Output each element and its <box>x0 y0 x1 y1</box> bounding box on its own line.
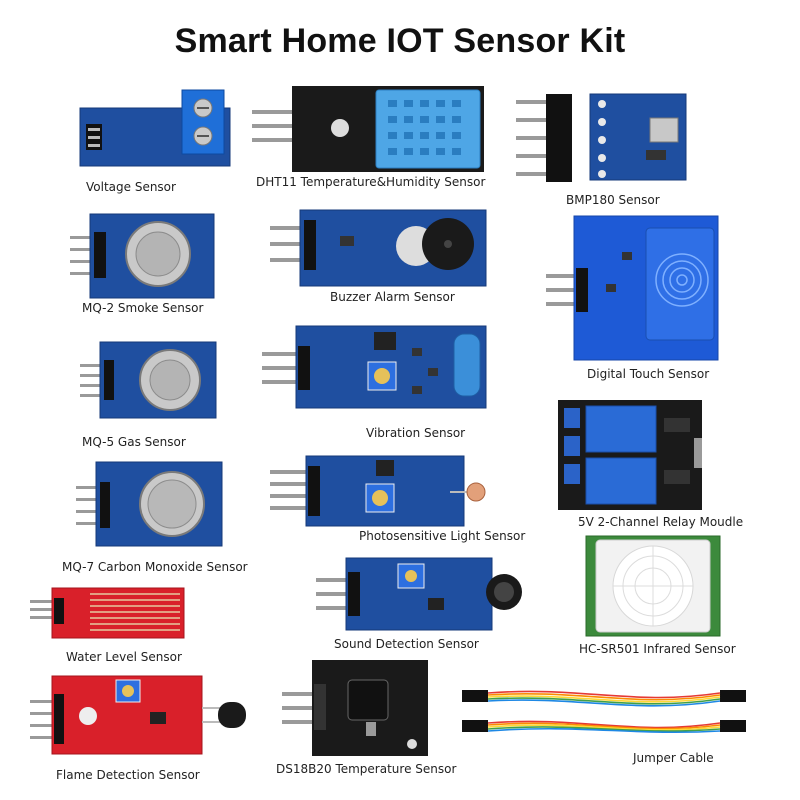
mq2-sensor-image <box>70 213 215 299</box>
mq5-sensor-label: MQ-5 Gas Sensor <box>82 435 186 449</box>
flame-sensor-label: Flame Detection Sensor <box>56 768 200 782</box>
bmp180-sensor-label: BMP180 Sensor <box>566 193 660 207</box>
light-sensor-image <box>270 455 486 527</box>
ds18b20-sensor-image <box>282 660 428 756</box>
buzzer-sensor-label: Buzzer Alarm Sensor <box>330 290 455 304</box>
water-level-sensor-label: Water Level Sensor <box>66 650 182 664</box>
dht11-sensor-label: DHT11 Temperature&Humidity Sensor <box>256 175 486 189</box>
voltage-sensor-image <box>79 89 231 167</box>
ds18b20-sensor-label: DS18B20 Temperature Sensor <box>276 762 457 776</box>
relay-module-image <box>558 400 702 510</box>
dht11-sensor-image <box>252 86 484 172</box>
sound-sensor-label: Sound Detection Sensor <box>334 637 479 651</box>
page-title: Smart Home IOT Sensor Kit <box>174 22 626 60</box>
jumper-cable-label: Jumper Cable <box>633 751 714 765</box>
pir-sensor-image <box>585 535 721 637</box>
jumper-cable-image <box>462 690 746 734</box>
mq2-sensor-label: MQ-2 Smoke Sensor <box>82 301 204 315</box>
light-sensor-label: Photosensitive Light Sensor <box>359 529 526 543</box>
vibration-sensor-label: Vibration Sensor <box>366 426 466 440</box>
pir-sensor-label: HC-SR501 Infrared Sensor <box>579 642 736 656</box>
bmp180-sensor-image <box>516 93 687 182</box>
voltage-sensor-label: Voltage Sensor <box>86 180 176 194</box>
water-level-sensor-image <box>30 587 185 639</box>
mq5-sensor-image <box>80 341 217 419</box>
touch-sensor-image <box>546 215 719 361</box>
mq7-sensor-label: MQ-7 Carbon Monoxide Sensor <box>62 560 248 574</box>
flame-sensor-image <box>30 675 246 755</box>
touch-sensor-label: Digital Touch Sensor <box>587 367 710 381</box>
vibration-sensor-image <box>262 325 487 409</box>
sound-sensor-image <box>316 557 522 631</box>
buzzer-sensor-image <box>270 209 487 287</box>
mq7-sensor-image <box>76 461 223 547</box>
relay-module-label: 5V 2-Channel Relay Moudle <box>578 515 744 529</box>
